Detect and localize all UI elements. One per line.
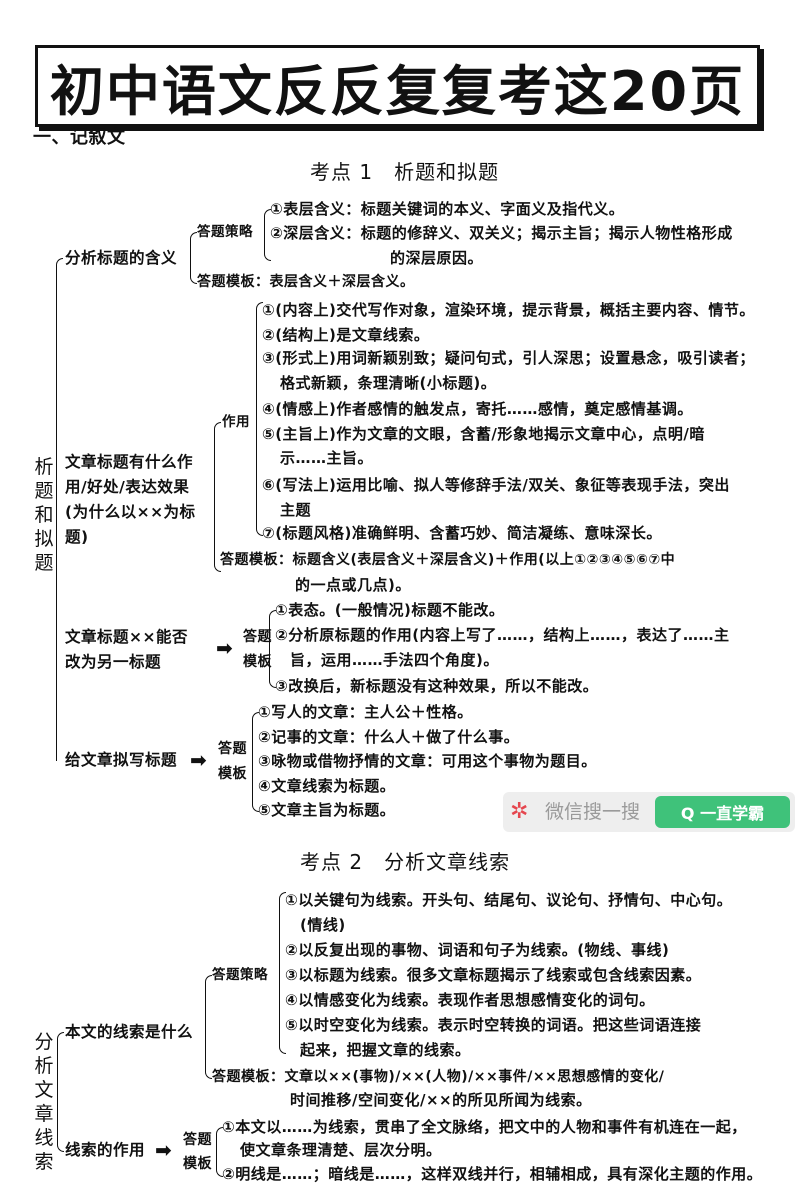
effect-item: 主题 <box>280 501 312 519</box>
template-item: 旨，运用……手法四个角度)。 <box>290 651 499 669</box>
strategy-item: ②以反复出现的事物、词语和句子为线索。(物线、事线) <box>285 941 670 959</box>
label-line: 改为另一标题 <box>65 653 162 671</box>
strategy-item: 起来，把握文章的线索。 <box>300 1041 471 1059</box>
template-label: 答题 模板 <box>218 737 247 787</box>
label-line: 答题 <box>218 741 247 757</box>
strategy-item: ③以标题为线索。很多文章标题揭示了线索或包含线索因素。 <box>285 966 702 984</box>
effect-item: ⑦(标题风格)准确鲜明、含蓄巧妙、简洁凝练、意味深长。 <box>262 524 662 542</box>
strategy-label: 答题策略 <box>212 967 268 983</box>
effect-item: ①(内容上)交代写作对象，渲染环境，提示背景，概括主要内容、情节。 <box>262 301 755 319</box>
label-line: 题) <box>65 528 89 546</box>
brace <box>252 712 259 812</box>
kaodian-1-heading: 考点 1 析题和拟题 <box>310 160 500 184</box>
label-line: 答题 <box>183 1132 212 1148</box>
brace <box>279 892 286 1054</box>
template-item: ②明线是……；暗线是……，这样双线并行，相辅相成，具有深化主题的作用。 <box>222 1165 763 1183</box>
effect-item: ③(形式上)用词新颖别致；疑问句式，引人深思；设置悬念，吸引读者； <box>262 349 755 367</box>
label-line: 模板 <box>183 1156 212 1172</box>
branch-clue-effect: 线索的作用 <box>65 1141 146 1159</box>
main-bracket <box>56 258 63 761</box>
brace <box>269 610 276 688</box>
branch-title-meaning: 分析标题的含义 <box>65 249 178 267</box>
template-label: 答题 模板 <box>243 625 272 675</box>
label-line: 文章标题有什么作 <box>65 453 194 471</box>
strategy-item: (情线) <box>300 916 346 934</box>
effect-item: 示……主旨。 <box>280 449 374 467</box>
section-heading: 一、记叙文 <box>33 127 126 148</box>
template-text: 时间推移/空间变化/××的所见所闻为线索。 <box>290 1091 592 1109</box>
template-label: 答题 模板 <box>183 1128 212 1176</box>
search-button[interactable]: Q 一直学霸 <box>655 796 790 828</box>
page-title-box: 初中语文反反复复考这20页 <box>35 45 760 127</box>
strategy-item: ⑤以时空变化为线索。表示时空转换的词语。把这些词语连接 <box>285 1016 702 1034</box>
template-text: 答题模板：标题含义(表层含义＋深层含义)＋作用(以上①②③④⑤⑥⑦中 <box>220 552 676 568</box>
strategy-item: ②深层含义：标题的修辞义、双关义；揭示主旨；揭示人物性格形成 <box>270 224 733 242</box>
template-item: 使文章条理清楚、层次分明。 <box>240 1141 442 1159</box>
brace <box>256 302 263 536</box>
branch-clue-what: 本文的线索是什么 <box>65 1023 194 1041</box>
main-bracket <box>57 1032 64 1152</box>
label-line: 答题 <box>243 629 272 645</box>
kaodian-2-side-label: 分析文章线索 <box>34 1031 54 1173</box>
label-line: 文章标题××能否 <box>65 628 188 646</box>
effect-item: ②(结构上)是文章线索。 <box>262 326 430 344</box>
template-item: ⑤文章主旨为标题。 <box>258 801 396 819</box>
template-item: ③咏物或借物抒情的文章：可用这个事物为题目。 <box>258 752 597 770</box>
label-line: 模板 <box>218 766 247 782</box>
brace <box>264 209 271 261</box>
branch-title-effect: 文章标题有什么作 用/好处/表达效果 (为什么以××为标 题) <box>65 450 196 550</box>
label-line: 用/好处/表达效果 <box>65 478 190 496</box>
template-text: 答题模板：文章以××(事物)/××(人物)/××事件/××思想感情的变化/ <box>212 1069 665 1085</box>
label-line: 模板 <box>243 654 272 670</box>
wechat-search-logo-icon: ✲ <box>510 799 529 824</box>
effect-item: 格式新颖，条理清晰(小标题)。 <box>280 374 497 392</box>
kaodian-2-heading: 考点 2 分析文章线索 <box>300 850 511 874</box>
brace <box>205 975 212 1079</box>
template-text: 的一点或几点)。 <box>295 576 411 594</box>
template-item: ①表态。(一般情况)标题不能改。 <box>275 601 505 619</box>
arrow-right-icon: ➡ <box>216 636 233 660</box>
brace <box>190 232 197 284</box>
template-item: ②分析原标题的作用(内容上写了……，结构上……，表达了……主 <box>275 626 730 644</box>
template-item: ①写人的文章：主人公＋性格。 <box>258 703 473 721</box>
page-title: 初中语文反反复复考这20页 <box>49 59 746 123</box>
branch-write-title: 给文章拟写标题 <box>65 751 178 769</box>
template-item: ②记事的文章：什么人＋做了什么事。 <box>258 728 520 746</box>
strategy-item: ①表层含义：标题关键词的本义、字面义及指代义。 <box>270 200 625 218</box>
effect-item: ⑤(主旨上)作为文章的文眼，含蓄/形象地揭示文章中心，点明/暗 <box>262 425 705 443</box>
template-item: ③改换后，新标题没有这种效果，所以不能改。 <box>275 677 599 695</box>
arrow-right-icon: ➡ <box>155 1138 172 1162</box>
wechat-search-text: 微信搜一搜 <box>545 801 641 823</box>
arrow-right-icon: ➡ <box>190 748 207 772</box>
strategy-item: ④以情感变化为线索。表现作者思想感情变化的词句。 <box>285 991 655 1009</box>
label-line: (为什么以××为标 <box>65 503 196 521</box>
strategy-label: 答题策略 <box>197 224 253 240</box>
strategy-item: 的深层原因。 <box>390 249 484 267</box>
effect-label: 作用 <box>222 414 250 430</box>
template-item: ④文章线索为标题。 <box>258 777 396 795</box>
effect-item: ⑥(写法上)运用比喻、拟人等修辞手法/双关、象征等表现手法，突出 <box>262 476 730 494</box>
brace <box>216 1127 223 1177</box>
effect-item: ④(情感上)作者感情的触发点，寄托……感情，奠定感情基调。 <box>262 400 693 418</box>
template-text: 答题模板：表层含义＋深层含义。 <box>197 274 415 290</box>
brace <box>214 422 221 572</box>
branch-title-change: 文章标题××能否 改为另一标题 <box>65 625 188 675</box>
template-item: ①本文以……为线索，贯串了全文脉络，把文中的人物和事件有机连在一起， <box>222 1118 747 1136</box>
strategy-item: ①以关键句为线索。开头句、结尾句、议论句、抒情句、中心句。 <box>285 891 733 909</box>
kaodian-1-side-label: 析题和拟题 <box>34 456 54 574</box>
